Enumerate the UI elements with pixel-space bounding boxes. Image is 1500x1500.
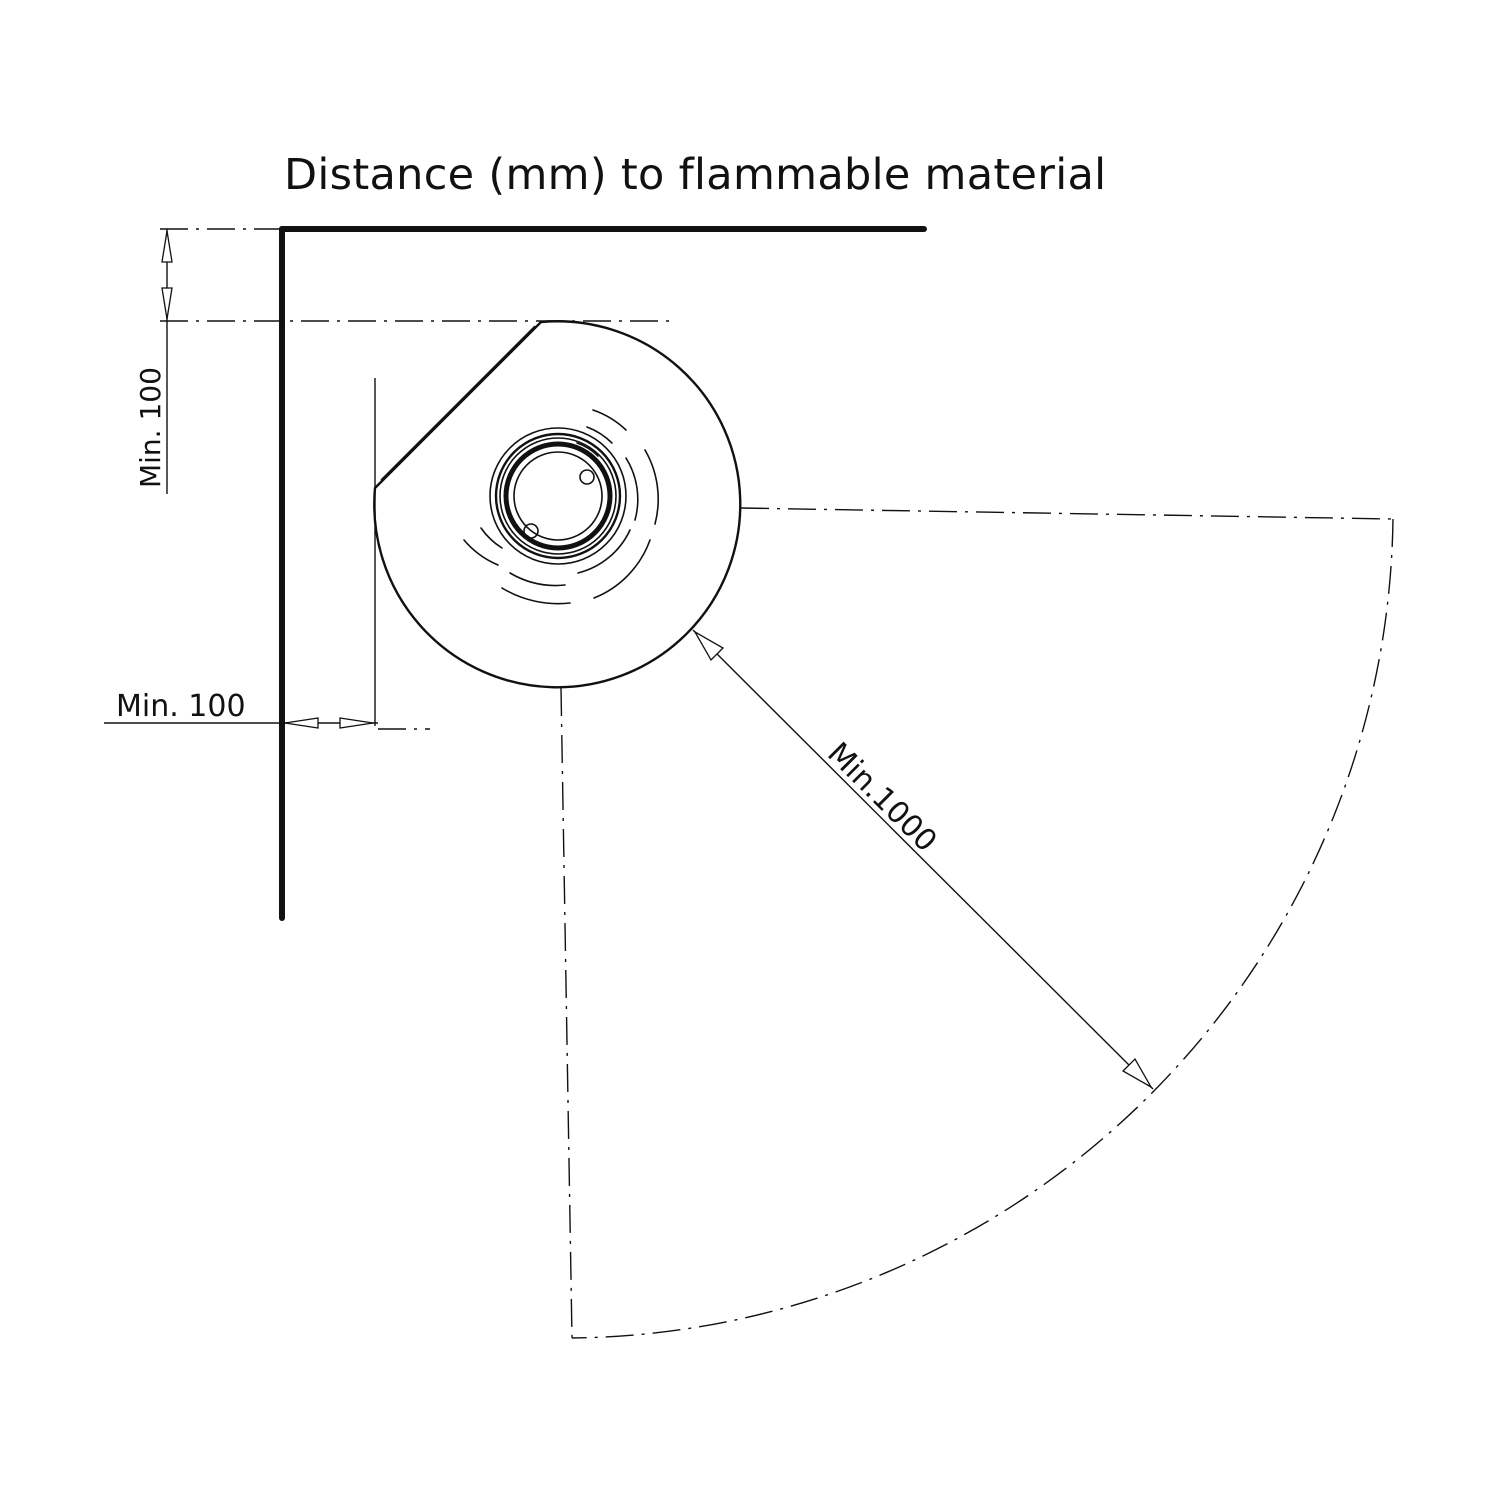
vent-slot xyxy=(501,587,571,605)
flue-ring-2 xyxy=(494,432,622,560)
vent-slot xyxy=(576,442,599,457)
side-clearance-label: Min. 100 xyxy=(116,689,246,724)
arrow-head-arc xyxy=(1121,1057,1153,1089)
arrow-head-stove xyxy=(693,630,725,662)
flue-outer-ring xyxy=(489,427,627,565)
flue-collar xyxy=(503,441,613,551)
dimension-line-front xyxy=(692,629,1154,1090)
fixing-hole-1 xyxy=(579,469,595,485)
air-vent-slots xyxy=(463,409,659,605)
top-clearance-label: Min. 100 xyxy=(134,367,167,488)
flue-ring-3 xyxy=(499,437,617,555)
zone-boundary-right xyxy=(740,507,1394,520)
arrow-head-up xyxy=(161,230,173,263)
arrow-head-left xyxy=(284,717,319,729)
stove-outline xyxy=(373,320,742,689)
vent-slot xyxy=(480,527,503,549)
arrow-head-down xyxy=(161,287,173,320)
diagram-title: Distance (mm) to flammable material xyxy=(284,150,1107,200)
fixing-hole-2 xyxy=(523,523,539,539)
vent-slot xyxy=(586,426,613,444)
vent-slot xyxy=(463,539,499,566)
stove-body xyxy=(373,320,742,689)
front-clearance-label: Min.1000 xyxy=(820,736,943,859)
zone-boundary-left xyxy=(560,687,573,1339)
wall-corner xyxy=(279,226,927,921)
arrow-head-right xyxy=(339,717,374,729)
flue-opening xyxy=(513,451,603,541)
stove-edge-detail xyxy=(380,325,536,481)
zone-arc xyxy=(571,518,1394,1339)
vent-slot xyxy=(592,409,627,431)
vent-slot xyxy=(593,539,651,599)
front-clearance-zone: Min.1000 xyxy=(560,507,1394,1339)
vent-slot xyxy=(509,572,566,587)
vent-slot xyxy=(577,529,631,574)
top-clearance-dimension: Min. 100 xyxy=(134,228,675,494)
side-clearance-dimension: Min. 100 xyxy=(104,378,430,730)
vent-slot xyxy=(644,449,659,525)
vent-slot xyxy=(625,457,639,521)
